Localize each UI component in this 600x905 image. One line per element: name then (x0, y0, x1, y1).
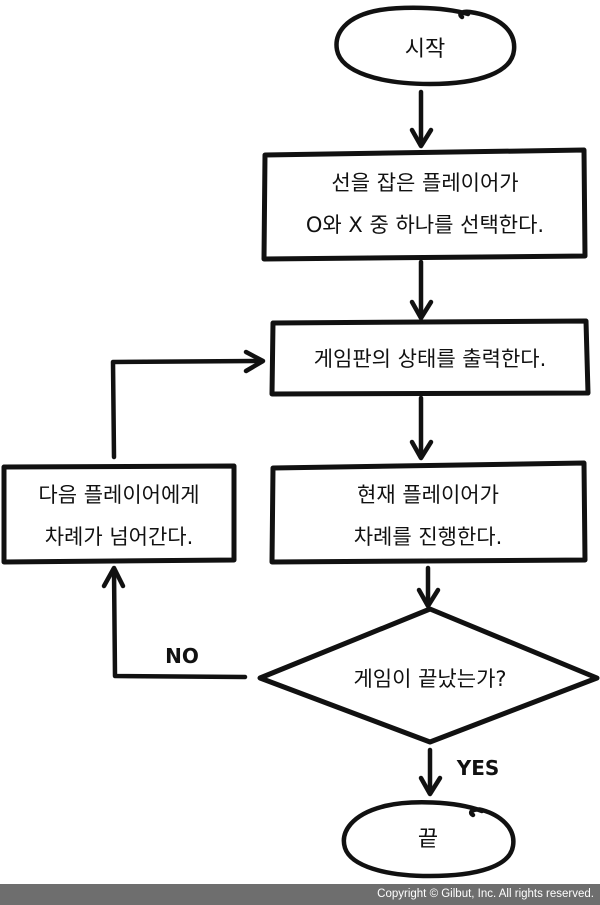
play-line-2: 차례를 진행한다. (354, 525, 503, 549)
arrow-start-to-choose (409, 89, 434, 149)
arrow-play-to-decision (416, 565, 441, 609)
arrow-next-player-to-print (110, 349, 266, 460)
end-ellipse (341, 800, 516, 879)
arrow-head-icon (409, 299, 434, 321)
decision-diamond: 게임이 끝났는가? (257, 606, 600, 745)
start-ellipse (334, 5, 517, 87)
arrow-no-to-next-player: NO (101, 565, 248, 680)
arrow-line (110, 358, 265, 460)
next-player-line-1: 다음 플레이어에게 (38, 483, 199, 507)
arrow-head-icon (409, 127, 434, 149)
arrow-head-icon (243, 349, 266, 374)
arrow-choose-to-print (409, 259, 434, 321)
arrow-line (111, 567, 248, 680)
print-board-box: 게임판의 상태를 출력한다. (269, 318, 591, 397)
decision-label: 게임이 끝났는가? (353, 667, 506, 691)
start-label: 시작 (405, 37, 445, 62)
yes-label: YES (456, 756, 500, 780)
flowchart: .stk { fill: none; stroke: #111; stroke-… (1, 5, 600, 879)
play-turn-box: 현재 플레이어가 차례를 진행한다. (269, 460, 588, 565)
no-label: NO (165, 644, 199, 668)
start-terminal: 시작 (334, 5, 517, 87)
print-box-outline (269, 318, 591, 397)
copyright-footer: Copyright © Gilbut, Inc. All rights rese… (0, 884, 600, 905)
arrow-print-to-play (409, 395, 434, 461)
arrow-head-icon (409, 439, 434, 461)
choose-line-1: 선을 잡은 플레이어가 (331, 171, 518, 195)
arrow-head-icon (418, 775, 443, 797)
choose-symbol-box: 선을 잡은 플레이어가 O와 X 중 하나를 선택한다. (261, 147, 588, 262)
decision-outline (257, 606, 600, 745)
arrow-yes-to-end: YES (418, 747, 500, 797)
print-line-1: 게임판의 상태를 출력한다. (314, 347, 547, 371)
next-player-box-outline (1, 463, 237, 565)
end-terminal: 끝 (341, 800, 516, 879)
play-line-1: 현재 플레이어가 (357, 483, 499, 507)
play-box-outline (269, 460, 588, 565)
next-player-line-2: 차례가 넘어간다. (45, 525, 194, 549)
choose-box-outline (261, 147, 588, 262)
end-label: 끝 (418, 827, 438, 852)
copyright-text: Copyright © Gilbut, Inc. All rights rese… (377, 888, 594, 900)
next-player-box: 다음 플레이어에게 차례가 넘어간다. (1, 463, 237, 565)
arrow-head-icon (416, 587, 441, 609)
arrow-head-icon (101, 565, 126, 589)
choose-line-2: O와 X 중 하나를 선택한다. (306, 213, 544, 237)
